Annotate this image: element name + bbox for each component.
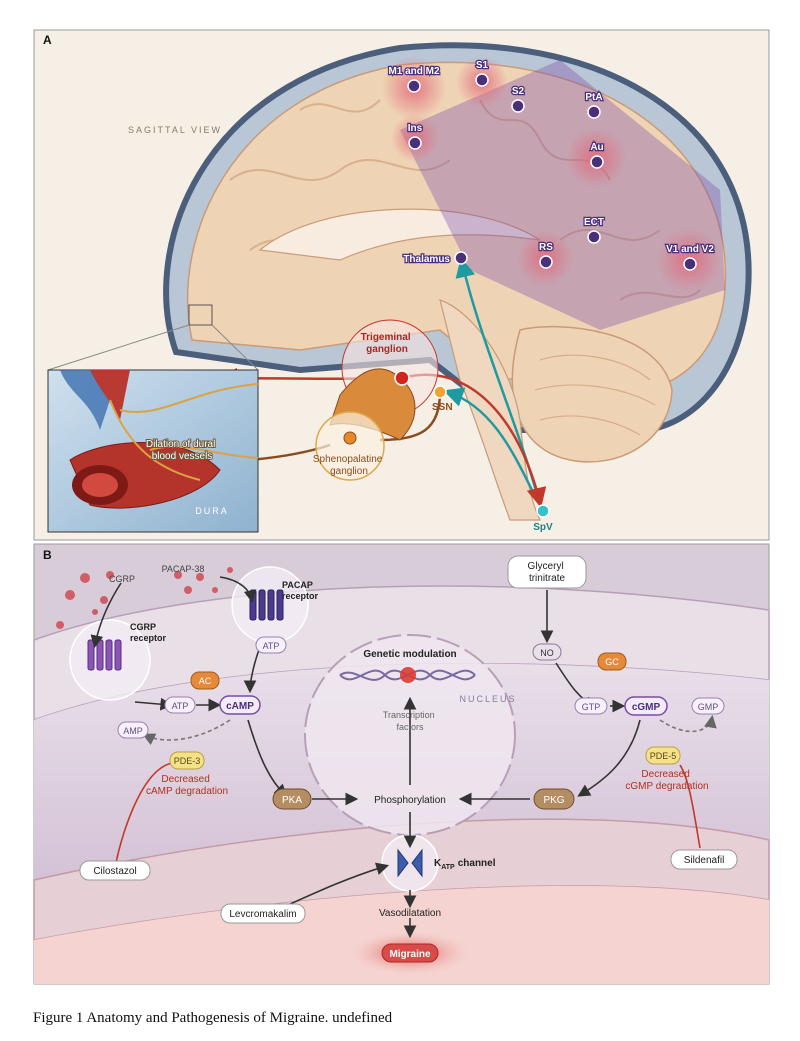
cgrp-receptor-label: CGRP receptor [130,622,167,643]
pde3-label: PDE-3 [174,756,201,766]
panel-a [33,29,770,541]
no-node: NO [532,643,562,661]
region-label-s1: S1 [476,60,489,71]
region-node-m1m2: M1 and M2 [387,65,441,93]
glyceryl-trinitrate-node: Glyceryl trinitrate [507,555,587,589]
ac-label: AC [199,676,212,686]
ssn-label: SSN [432,402,453,413]
camp-node: cAMP [219,695,261,715]
region-label-v1v2: V1 and V2 [666,244,714,255]
cilostazol-node: Cilostazol [79,860,151,881]
panel-b [33,543,770,985]
sildenafil-node: Sildenafil [670,849,738,870]
pkg-node: PKG [533,788,575,810]
pde5-label: PDE-5 [650,751,677,761]
camp-label: cAMP [226,701,254,712]
vasodilatation-label: Vasodilatation [379,908,441,919]
sphenopalatine-ganglion-label: Sphenopalatine ganglion [313,454,385,477]
region-node-s1: S1 [475,59,490,87]
gtp-label: GTP [582,702,601,712]
decreased-camp-label: Decreased cAMP degradation [146,774,228,797]
decreased-cgmp-label: Decreased cGMP degradation [625,769,708,792]
region-node-rs: RS [538,241,555,269]
transcription-factors-label: Transcription factors [383,710,437,732]
region-label-ins: Ins [408,123,423,134]
migraine-node: Migraine [381,943,439,963]
glyceryl-trinitrate-label: Glyceryl trinitrate [528,561,567,584]
levcromakalim-label: Levcromakalim [229,909,296,920]
ac-node: AC [190,671,220,690]
atp-top-label: ATP [263,641,280,651]
region-node-ins: Ins [407,122,424,150]
sildenafil-label: Sildenafil [684,855,725,866]
pde5-node: PDE-5 [645,746,681,765]
cgrp-ligand-label: CGRP [109,574,135,584]
region-node-thalamus: Thalamus [402,251,468,266]
pka-label: PKA [282,795,302,806]
migraine-label: Migraine [389,949,431,960]
amp-label: AMP [123,726,143,736]
pkg-label: PKG [543,795,564,806]
region-label-pta: PtA [585,92,602,103]
region-node-s2: S2 [511,85,526,113]
spv-label: SpV [533,522,553,533]
panel-a-label: A [43,33,52,47]
region-label-m1m2: M1 and M2 [388,66,440,77]
panel-b-label: B [43,548,52,562]
phosphorylation-label: Phosphorylation [374,795,446,806]
atp-top-node: ATP [255,636,287,654]
region-label-rs: RS [539,242,553,253]
levcromakalim-node: Levcromakalim [220,903,306,924]
gtp-node: GTP [574,697,608,715]
sagittal-view-label: SAGITTAL VIEW [128,125,222,135]
cgmp-label: cGMP [632,702,661,713]
region-label-thalamus: Thalamus [403,254,450,265]
gmp-node: GMP [691,697,725,715]
region-node-au: Au [589,141,605,169]
cgmp-node: cGMP [624,696,668,716]
figure-caption: Figure 1 Anatomy and Pathogenesis of Mig… [33,1010,393,1026]
gc-node: GC [597,652,627,671]
region-node-pta: PtA [584,91,604,119]
pka-node: PKA [272,788,312,810]
gc-label: GC [605,657,619,667]
atp-left-node: ATP [164,696,196,714]
nucleus-label: NUCLEUS [459,694,516,704]
region-label-au: Au [590,142,603,153]
amp-node: AMP [117,721,149,739]
gmp-label: GMP [698,702,719,712]
region-label-s2: S2 [512,86,525,97]
genetic-modulation-label: Genetic modulation [363,649,456,660]
cilostazol-label: Cilostazol [93,866,136,877]
trigeminal-ganglion-label: Trigeminal ganglion [361,332,414,355]
dilation-label: Dilation of dural blood vessels [146,439,218,462]
no-label: NO [540,648,554,658]
pacap-receptor-label: PACAP receptor [282,580,319,601]
region-label-ect: ECT [584,217,604,228]
dura-label: DURA [195,506,229,516]
region-node-v1v2: V1 and V2 [665,243,716,271]
pacap38-label: PACAP-38 [162,564,205,574]
atp-left-label: ATP [172,701,189,711]
region-node-ect: ECT [583,216,605,244]
pde3-node: PDE-3 [169,751,205,770]
